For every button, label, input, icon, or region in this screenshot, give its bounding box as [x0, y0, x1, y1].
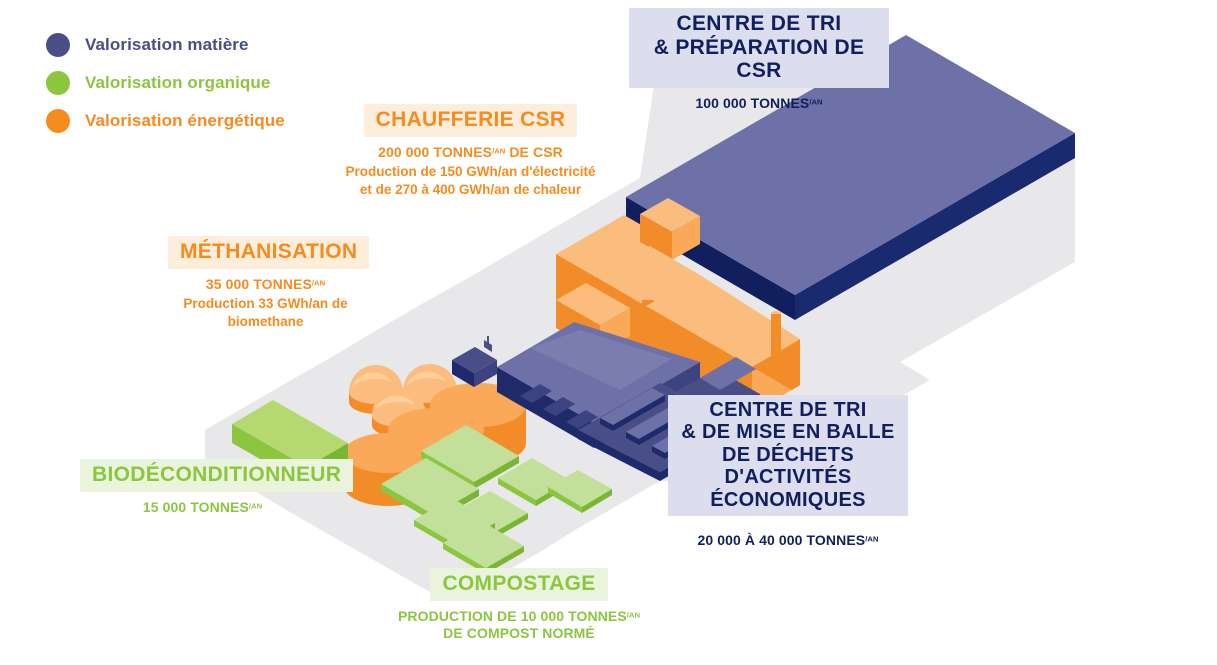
label-biodeconditionneur-title: BIODÉCONDITIONNEUR: [80, 459, 354, 492]
label-chaufferie-csr-title: CHAUFFERIE CSR: [363, 104, 578, 137]
label-centre-tri-mise-en-balle-capacity: 20 000 À 40 000 TONNES/AN: [697, 531, 879, 548]
label-centre-tri-csr-capacity: 100 000 TONNES/AN: [695, 94, 823, 111]
legend-label-energetique: Valorisation énergétique: [85, 111, 285, 130]
label-centre-tri-mise-en-balle-title: CENTRE DE TRI & DE MISE EN BALLE DE DÉCH…: [668, 395, 908, 516]
legend-label-matiere: Valorisation matière: [85, 35, 249, 54]
label-biodeconditionneur: BIODÉCONDITIONNEUR 15 000 TONNES/AN: [80, 459, 354, 516]
label-compostage-title: COMPOSTAGE: [430, 568, 608, 601]
compostage-windrow-pads: [381, 425, 612, 574]
building-sorting-hall: [497, 322, 700, 448]
legend-label-organique: Valorisation organique: [85, 73, 271, 92]
label-chaufferie-csr: CHAUFFERIE CSR 200 000 TONNES/AN DE CSR …: [338, 104, 603, 198]
legend-dot-organique: [46, 71, 70, 95]
legend: Valorisation matière Valorisation organi…: [46, 33, 285, 147]
label-methanisation: MÉTHANISATION 35 000 TONNES/AN Productio…: [168, 236, 370, 330]
label-chaufferie-csr-note: Production de 150 GWh/an d'électricité e…: [345, 164, 596, 197]
building-small-kiosk: [452, 347, 497, 387]
label-methanisation-note: Production 33 GWh/an de biomethane: [183, 296, 348, 329]
legend-item-organique: Valorisation organique: [46, 71, 285, 95]
label-methanisation-title: MÉTHANISATION: [168, 236, 370, 269]
label-compostage: COMPOSTAGE PRODUCTION DE 10 000 TONNES/A…: [386, 568, 652, 643]
label-centre-tri-csr-title: CENTRE DE TRI & PRÉPARATION DE CSR: [629, 8, 889, 88]
label-compostage-capacity: PRODUCTION DE 10 000 TONNES/AN DE COMPOS…: [397, 607, 641, 642]
label-centre-tri-mise-en-balle: CENTRE DE TRI & DE MISE EN BALLE DE DÉCH…: [668, 395, 908, 549]
label-biodeconditionneur-capacity: 15 000 TONNES/AN: [142, 498, 263, 515]
legend-dot-energetique: [46, 109, 70, 133]
legend-item-energetique: Valorisation énergétique: [46, 109, 285, 133]
site-mast: [484, 336, 492, 352]
label-chaufferie-csr-capacity: 200 000 TONNES/AN DE CSR: [378, 143, 563, 160]
label-centre-tri-csr: CENTRE DE TRI & PRÉPARATION DE CSR 100 0…: [629, 8, 889, 112]
label-methanisation-capacity: 35 000 TONNES/AN: [205, 275, 326, 292]
legend-dot-matiere: [46, 33, 70, 57]
legend-item-matiere: Valorisation matière: [46, 33, 285, 57]
